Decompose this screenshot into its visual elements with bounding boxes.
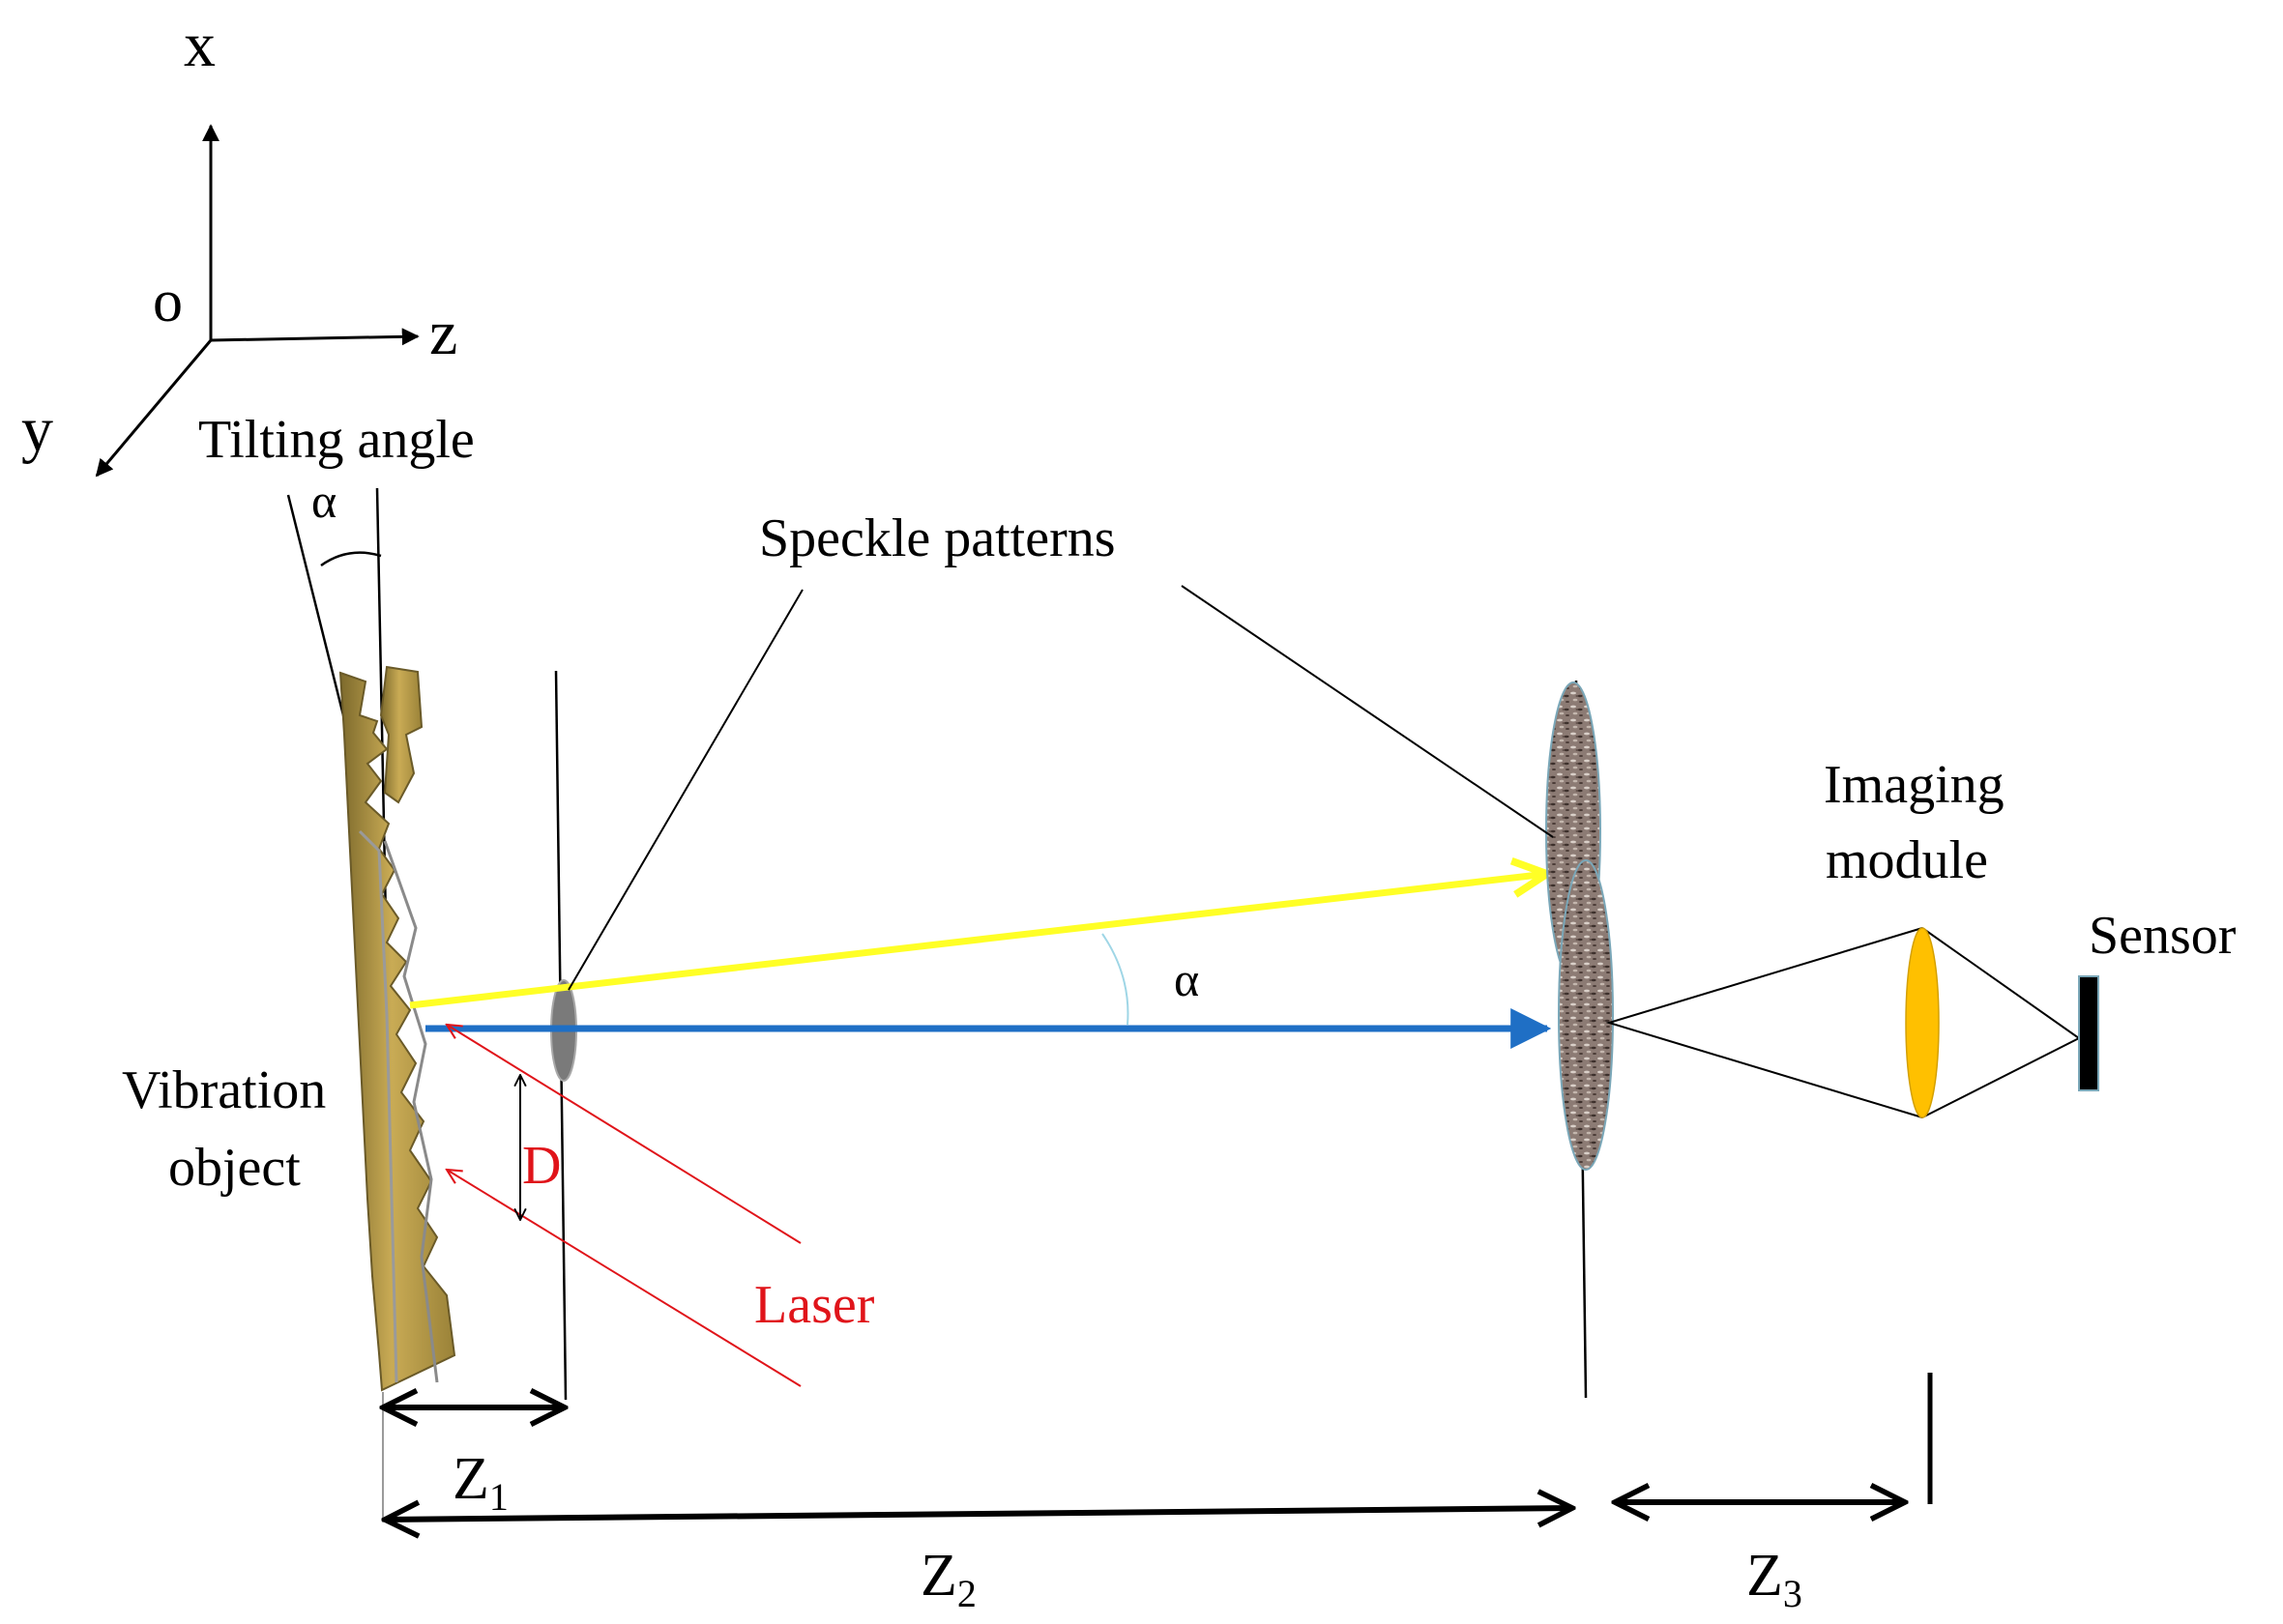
imaging-module-label-line1: Imaging: [1824, 755, 2005, 815]
sensor: Sensor: [1927, 906, 2237, 1504]
z3-label-sub: 3: [1783, 1572, 1802, 1615]
reflected-beam-yellow: [409, 874, 1547, 1009]
y-axis-label: y: [21, 394, 53, 465]
speckle-leader-near: [568, 589, 804, 991]
beam-alpha-arc: [1101, 933, 1129, 1026]
origin-label: o: [153, 269, 183, 334]
z-axis-line: [210, 328, 420, 346]
object-upper-block: [379, 665, 424, 804]
tilt-angle-arc: [320, 551, 382, 567]
z2-dimension-arrow: [385, 1508, 1572, 1520]
vibration-object-label-line2: object: [168, 1138, 301, 1198]
sensor-body: [2078, 975, 2099, 1091]
speckle-pattern-lower: [1558, 859, 1614, 1171]
object-edge-line: [358, 829, 398, 1383]
imaging-lens: [1905, 927, 1940, 1118]
tilt-alpha-label: α: [311, 474, 337, 528]
near-speckle-plane: [550, 670, 577, 1401]
beams: α: [409, 874, 1547, 1049]
laser-label: Laser: [754, 1275, 875, 1335]
vibration-object: Vibration object: [122, 665, 456, 1392]
object-rough-surface: [338, 671, 456, 1392]
imaging-module-label-line2: module: [1826, 830, 1988, 890]
z-axis-label: z: [429, 298, 457, 368]
beam-alpha-label: α: [1174, 952, 1199, 1006]
object-split-line: [383, 840, 439, 1383]
d-label: D: [522, 1136, 561, 1196]
y-axis-line: [95, 339, 213, 478]
z1-label-base: Z: [453, 1446, 489, 1512]
distance-dimensions: Z1 Z2 Z3: [383, 1392, 1905, 1615]
vibration-object-label-line1: Vibration: [122, 1060, 326, 1120]
speckle-patterns-label: Speckle patterns: [759, 508, 1116, 568]
tilt-tilted-line: [286, 494, 350, 736]
z1-label-sub: 1: [489, 1475, 509, 1519]
z2-label-sub: 2: [957, 1572, 977, 1615]
laser-ray-lower: [447, 1170, 802, 1387]
far-speckle-plane: Speckle patterns: [568, 508, 1614, 1399]
imaging-cone-left: [1605, 927, 1923, 1118]
tilting-angle-label: Tilting angle: [198, 410, 475, 470]
z2-label-base: Z: [921, 1543, 957, 1609]
x-axis-label: x: [184, 10, 216, 80]
imaging-cone-right: [1921, 927, 2081, 1118]
speckle-leader-far: [1181, 585, 1554, 838]
laser-ray-upper: [447, 1025, 802, 1244]
tilting-angle-annotation: Tilting angle α: [198, 410, 475, 1161]
laser-source: Laser D: [447, 1025, 875, 1387]
sensor-label: Sensor: [2089, 906, 2237, 966]
coordinate-axes: x z y o: [21, 10, 457, 478]
z3-label-base: Z: [1746, 1543, 1783, 1609]
imaging-module: Imaging module: [1605, 755, 2081, 1118]
z1-label: Z1: [453, 1446, 509, 1519]
z3-label: Z3: [1746, 1543, 1802, 1615]
z2-label: Z2: [921, 1543, 977, 1615]
